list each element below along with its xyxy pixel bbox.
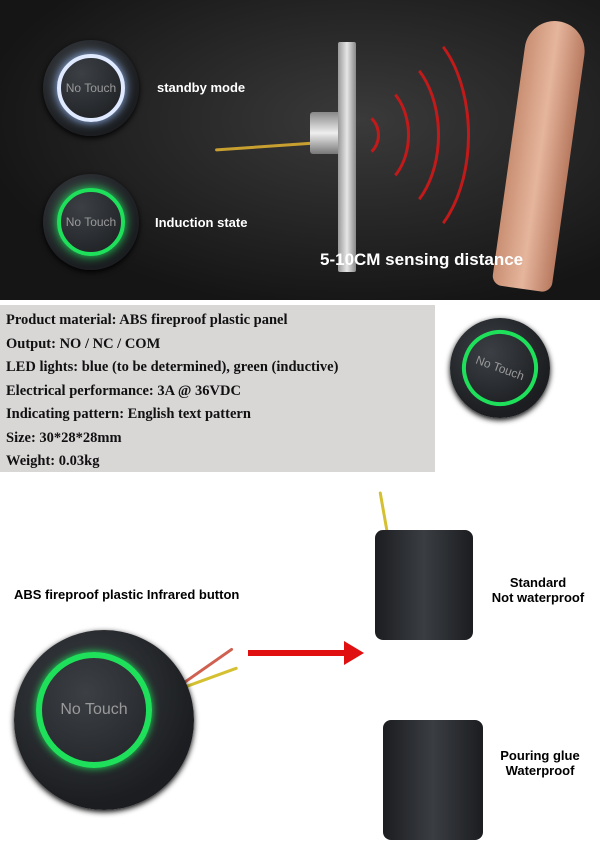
standard-version-image: [375, 530, 473, 640]
sensing-banner: No Touch standby mode No Touch Induction…: [0, 0, 600, 300]
spec-line: LED lights: blue (to be determined), gre…: [6, 359, 339, 375]
spec-line: Indicating pattern: English text pattern: [6, 406, 251, 422]
spec-line: Size: 30*28*28mm: [6, 429, 122, 446]
distance-label: 5-10CM sensing distance: [320, 250, 524, 269]
arrow-icon: [248, 641, 364, 665]
button-text: No Touch: [473, 352, 527, 384]
wire: [215, 141, 315, 152]
standby-button-image: No Touch: [43, 40, 139, 136]
spec-line: Electrical performance: 3A @ 36VDC: [6, 382, 241, 399]
caption-line: Not waterproof: [491, 590, 585, 605]
caption-line: Pouring glue: [500, 748, 580, 763]
induction-button-image: No Touch: [43, 174, 139, 270]
button-text: No Touch: [65, 81, 117, 95]
main-caption: ABS fireproof plastic Infrared button: [14, 587, 240, 602]
standby-label: standby mode: [157, 80, 246, 95]
spec-line: Weight: 0.03kg: [6, 453, 100, 469]
spec-box: Product material: ABS fireproof plastic …: [0, 305, 435, 472]
spec-line: Product material: ABS fireproof plastic …: [6, 312, 288, 328]
wave: [330, 20, 470, 250]
caption-line: Waterproof: [505, 763, 575, 778]
main-button-image: No Touch: [14, 630, 194, 810]
button-text: No Touch: [65, 215, 117, 229]
button-text: No Touch: [60, 701, 128, 718]
caption-line: Standard: [509, 575, 567, 590]
green-led-ring: No Touch: [36, 652, 152, 768]
blue-led-ring: No Touch: [57, 54, 125, 122]
green-led-ring: No Touch: [57, 188, 125, 256]
product-photo-button: No Touch: [450, 318, 550, 418]
induction-label: Induction state: [155, 215, 248, 230]
spec-line: Output: NO / NC / COM: [6, 335, 161, 352]
waterproof-version-image: [383, 720, 483, 840]
green-led-ring: No Touch: [451, 319, 549, 417]
